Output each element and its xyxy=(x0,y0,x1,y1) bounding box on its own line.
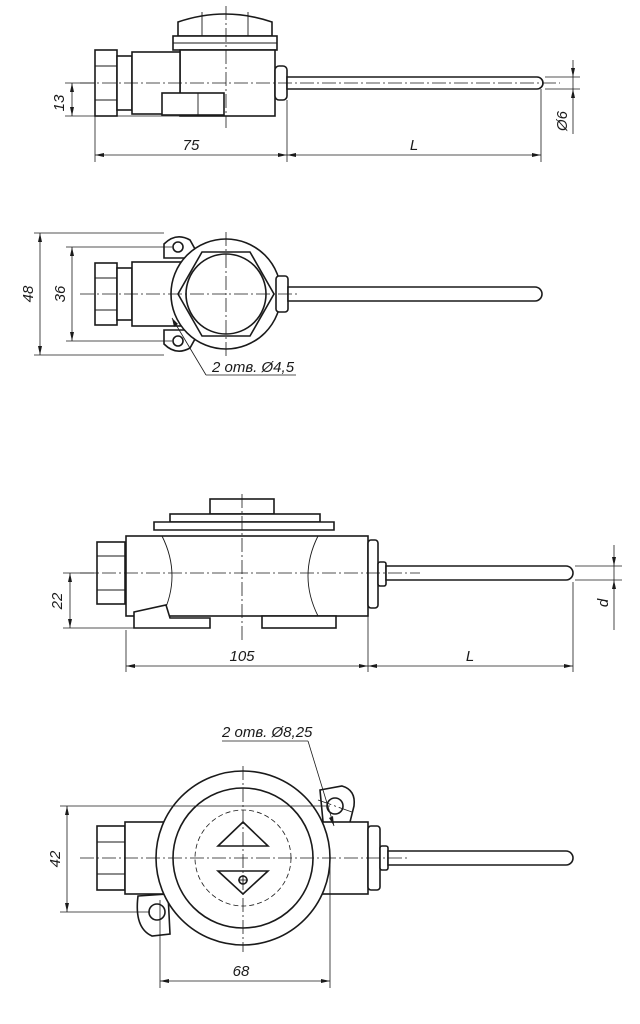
dim-36: 36 xyxy=(52,285,69,302)
dim-48: 48 xyxy=(20,285,37,302)
note-holes-4-5: 2 отв. Ø4,5 xyxy=(211,359,295,376)
dim-105: 105 xyxy=(229,648,255,665)
dim-42: 42 xyxy=(47,850,64,867)
dim-22: 22 xyxy=(49,592,66,610)
dim-68: 68 xyxy=(233,963,250,980)
bottom-view: 42 68 2 отв. Ø8,25 xyxy=(47,724,574,988)
dim-75: 75 xyxy=(183,137,200,154)
top-view: 48 36 2 отв. Ø4,5 xyxy=(20,232,543,376)
dim-L-front: L xyxy=(466,648,474,665)
note-holes-8-25: 2 отв. Ø8,25 xyxy=(221,724,313,741)
dim-d6: Ø6 xyxy=(554,110,571,132)
dim-d: d xyxy=(595,598,612,607)
dim-L-side: L xyxy=(410,137,418,154)
dim-13: 13 xyxy=(51,94,68,111)
side-view: 13 75 L Ø6 xyxy=(51,6,580,162)
front-view: 22 105 L d xyxy=(49,494,622,672)
